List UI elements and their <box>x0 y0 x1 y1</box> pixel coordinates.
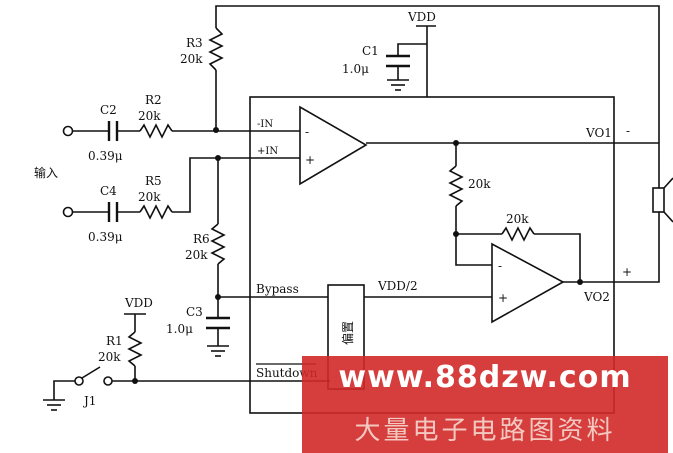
opamp-1-plus: + <box>305 153 315 167</box>
j1-contact-left <box>74 376 84 386</box>
r-feedback-1 <box>448 143 492 266</box>
vdd-top-rail <box>397 25 436 97</box>
c3-capacitor <box>206 316 230 357</box>
r5-value: 20k <box>138 190 161 204</box>
opamp-1 <box>299 105 368 186</box>
bypass-label: Bypass <box>256 282 299 296</box>
c4-r5-path <box>72 157 300 222</box>
j1-ground-lead <box>53 380 75 400</box>
r-feedback-2 <box>456 226 581 282</box>
junction-vo2 <box>577 279 583 285</box>
minus-in-label: -IN <box>257 119 273 130</box>
vo2-wire <box>563 218 660 283</box>
r1-value: 20k <box>98 350 121 364</box>
input-terminal-lower <box>62 206 74 218</box>
opamp-2-minus: - <box>498 259 502 273</box>
bias-label: 偏置 <box>340 321 355 345</box>
c3-label: C3 <box>186 305 203 319</box>
opamp-2 <box>491 242 565 324</box>
r6-resistor <box>210 158 226 318</box>
vo1-sign: - <box>626 124 630 138</box>
r-feedback-2-value: 20k <box>506 212 529 226</box>
r1-resistor <box>127 314 143 381</box>
c2-value: 0.39μ <box>88 149 123 163</box>
r6-label: R6 <box>193 232 210 246</box>
c2-r2-path <box>72 121 300 141</box>
vo1-label: VO1 <box>585 126 612 140</box>
r1-label: R1 <box>106 334 123 348</box>
c3-value: 1.0μ <box>166 322 193 336</box>
vo2-sign: + <box>622 265 632 279</box>
r2-label: R2 <box>145 93 162 107</box>
c4-label: C4 <box>100 184 117 198</box>
r3-value: 20k <box>180 52 203 66</box>
j1-label: J1 <box>82 394 96 408</box>
speaker-icon <box>652 142 673 223</box>
r2-value: 20k <box>138 109 161 123</box>
c1-label: C1 <box>362 44 379 58</box>
r-feedback-1-value: 20k <box>468 177 491 191</box>
c4-value: 0.39μ <box>88 230 123 244</box>
r3-label: R3 <box>186 36 203 50</box>
watermark-subtitle: 大量电子电路图资料 <box>354 416 616 446</box>
input-terminal-upper <box>62 125 74 137</box>
vo2-label: VO2 <box>583 290 610 304</box>
r3-feedback-wire <box>208 5 660 142</box>
input-label: 输入 <box>34 165 58 180</box>
j1-contact-right <box>103 376 113 386</box>
c2-label: C2 <box>100 103 117 117</box>
r6-value: 20k <box>185 248 208 262</box>
vdd-half-label: VDD/2 <box>377 279 418 293</box>
r5-label: R5 <box>145 174 162 188</box>
watermark-url: www.88dzw.com <box>338 360 632 395</box>
opamp-1-minus: - <box>305 125 309 139</box>
c1-capacitor <box>386 54 410 91</box>
junction-minus-in <box>213 127 219 133</box>
vdd-left-label: VDD <box>124 296 153 310</box>
opamp-2-plus: + <box>498 291 508 305</box>
watermark-banner: www.88dzw.com 大量电子电路图资料 <box>302 356 668 453</box>
c1-value: 1.0μ <box>342 62 369 76</box>
ground-icon <box>43 399 65 411</box>
plus-in-label: +IN <box>257 146 278 157</box>
j1-lever <box>81 366 101 379</box>
vdd-top-label: VDD <box>407 10 436 24</box>
